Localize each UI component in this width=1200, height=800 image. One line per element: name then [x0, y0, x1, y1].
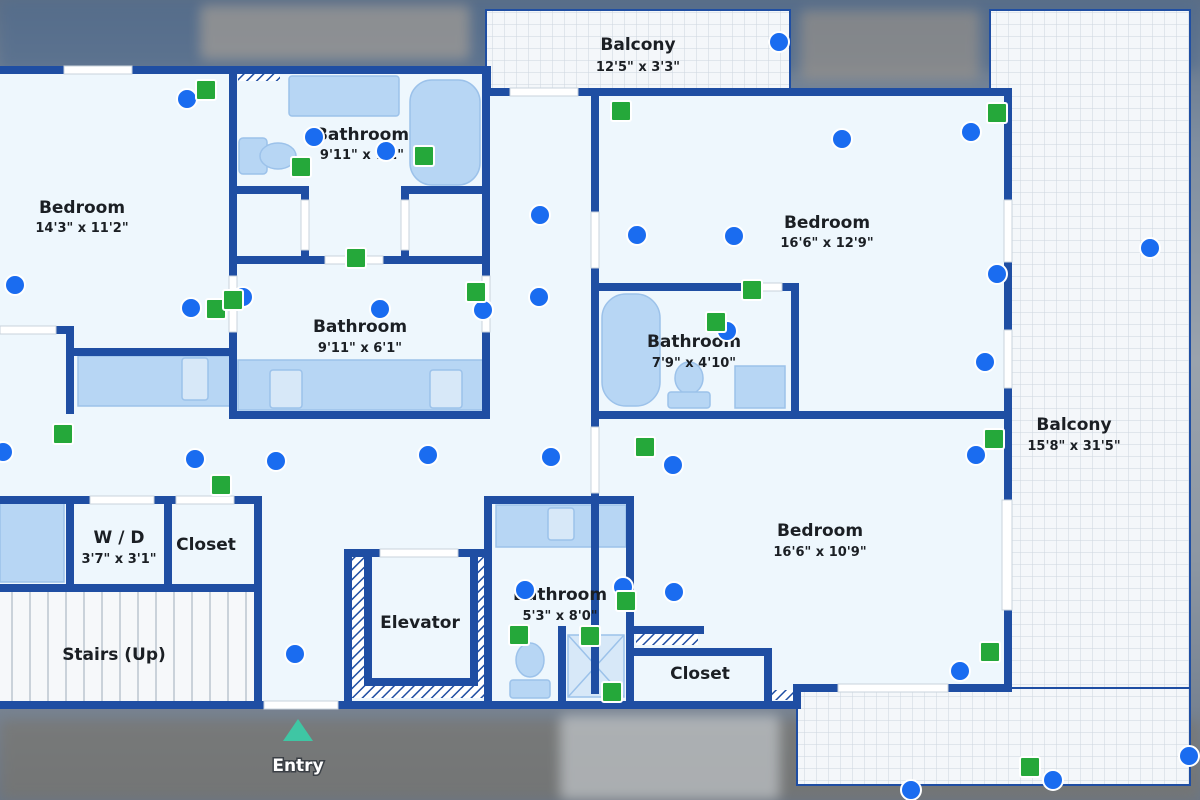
- green-square-marker[interactable]: [634, 436, 656, 458]
- room-name: Stairs (Up): [62, 645, 166, 665]
- blue-location-marker[interactable]: [986, 263, 1008, 285]
- green-square-marker[interactable]: [508, 624, 530, 646]
- green-square-marker[interactable]: [1019, 756, 1041, 778]
- green-square-marker[interactable]: [413, 145, 435, 167]
- room-dimensions: 7'9" x 4'10": [652, 356, 736, 371]
- room-closet-2: Closet: [670, 664, 730, 684]
- green-square-marker[interactable]: [615, 590, 637, 612]
- room-bathroom-2: Bathroom 9'11" x 6'1": [313, 317, 407, 356]
- green-square-marker[interactable]: [345, 247, 367, 269]
- room-name: Balcony: [600, 35, 675, 55]
- room-balcony-right: Balcony 15'8" x 31'5": [1027, 415, 1120, 454]
- green-square-marker[interactable]: [290, 156, 312, 178]
- blue-location-marker[interactable]: [176, 88, 198, 110]
- blue-location-marker[interactable]: [375, 140, 397, 162]
- blue-marker-layer: [0, 31, 1200, 800]
- room-bedroom-1: Bedroom 14'3" x 11'2": [35, 198, 128, 236]
- room-name: Bathroom: [315, 125, 409, 145]
- room-bathroom-4: Bathroom 5'3" x 8'0": [513, 585, 607, 624]
- green-square-marker[interactable]: [979, 641, 1001, 663]
- room-dimensions: 5'3" x 8'0": [522, 609, 597, 624]
- blue-location-marker[interactable]: [1042, 769, 1064, 791]
- room-dimensions: 9'11" x 6'1": [318, 341, 402, 356]
- blue-location-marker[interactable]: [663, 581, 685, 603]
- room-stairs: Stairs (Up): [62, 645, 166, 665]
- blue-location-marker[interactable]: [529, 204, 551, 226]
- room-balcony-top: Balcony 12'5" x 3'3": [596, 35, 680, 75]
- room-dimensions: 16'6" x 12'9": [780, 236, 873, 251]
- room-wd: W / D 3'7" x 3'1": [81, 528, 156, 567]
- room-dimensions: 16'6" x 10'9": [773, 545, 866, 560]
- blue-location-marker[interactable]: [284, 643, 306, 665]
- room-name: Bathroom: [513, 585, 607, 605]
- blue-location-marker[interactable]: [417, 444, 439, 466]
- room-bedroom-3: Bedroom 16'6" x 10'9": [773, 521, 866, 560]
- blue-location-marker[interactable]: [540, 446, 562, 468]
- green-square-marker[interactable]: [210, 474, 232, 496]
- green-square-marker[interactable]: [983, 428, 1005, 450]
- blue-location-marker[interactable]: [900, 779, 922, 800]
- green-square-marker[interactable]: [610, 100, 632, 122]
- green-square-marker[interactable]: [222, 289, 244, 311]
- room-bathroom-3: Bathroom 7'9" x 4'10": [647, 332, 741, 371]
- green-square-marker[interactable]: [741, 279, 763, 301]
- balcony-top: [485, 9, 791, 93]
- room-labels: Bedroom 14'3" x 11'2" Bathroom 9'11" x 7…: [35, 35, 1120, 684]
- balcony-right: [796, 9, 1191, 786]
- entry-marker[interactable]: Entry: [271, 719, 325, 778]
- room-name: Bedroom: [39, 198, 125, 218]
- room-name: Bedroom: [777, 521, 863, 541]
- green-square-marker[interactable]: [579, 625, 601, 647]
- room-bedroom-2: Bedroom 16'6" x 12'9": [780, 213, 873, 251]
- green-square-marker[interactable]: [986, 102, 1008, 124]
- blue-location-marker[interactable]: [965, 444, 987, 466]
- blue-location-marker[interactable]: [974, 351, 996, 373]
- green-square-marker[interactable]: [705, 311, 727, 333]
- room-name: Closet: [670, 664, 730, 684]
- room-name: Balcony: [1036, 415, 1111, 435]
- room-name: Bedroom: [784, 213, 870, 233]
- room-dimensions: 14'3" x 11'2": [35, 221, 128, 236]
- room-dimensions: 12'5" x 3'3": [596, 60, 680, 75]
- blue-location-marker[interactable]: [0, 441, 14, 463]
- entry-label: Entry: [272, 756, 323, 776]
- blue-location-marker[interactable]: [265, 450, 287, 472]
- blue-location-marker[interactable]: [514, 579, 536, 601]
- blue-location-marker[interactable]: [528, 286, 550, 308]
- green-square-marker[interactable]: [601, 681, 623, 703]
- room-elevator: Elevator: [380, 613, 460, 633]
- blue-location-marker[interactable]: [184, 448, 206, 470]
- green-square-marker[interactable]: [195, 79, 217, 101]
- room-dimensions: 3'7" x 3'1": [81, 552, 156, 567]
- room-dimensions: 15'8" x 31'5": [1027, 439, 1120, 454]
- green-square-marker[interactable]: [52, 423, 74, 445]
- blue-location-marker[interactable]: [1139, 237, 1161, 259]
- blue-location-marker[interactable]: [4, 274, 26, 296]
- blue-location-marker[interactable]: [723, 225, 745, 247]
- blue-location-marker[interactable]: [626, 224, 648, 246]
- green-square-marker[interactable]: [465, 281, 487, 303]
- blue-location-marker[interactable]: [303, 126, 325, 148]
- stairs: [0, 590, 258, 703]
- blue-location-marker[interactable]: [180, 297, 202, 319]
- room-name: W / D: [94, 528, 145, 548]
- blue-location-marker[interactable]: [1178, 745, 1200, 767]
- room-closet-1: Closet: [176, 535, 236, 555]
- blue-location-marker[interactable]: [768, 31, 790, 53]
- room-name: Bathroom: [647, 332, 741, 352]
- blue-location-marker[interactable]: [960, 121, 982, 143]
- hatched-walls: [238, 73, 794, 700]
- blue-location-marker[interactable]: [369, 298, 391, 320]
- room-name: Bathroom: [313, 317, 407, 337]
- blue-location-marker[interactable]: [949, 660, 971, 682]
- blue-location-marker[interactable]: [662, 454, 684, 476]
- entry-arrow-icon[interactable]: [283, 719, 313, 741]
- room-name: Closet: [176, 535, 236, 555]
- main-floor: [0, 70, 1008, 705]
- room-name: Elevator: [380, 613, 460, 633]
- green-marker-layer: [52, 79, 1041, 778]
- blue-location-marker[interactable]: [831, 128, 853, 150]
